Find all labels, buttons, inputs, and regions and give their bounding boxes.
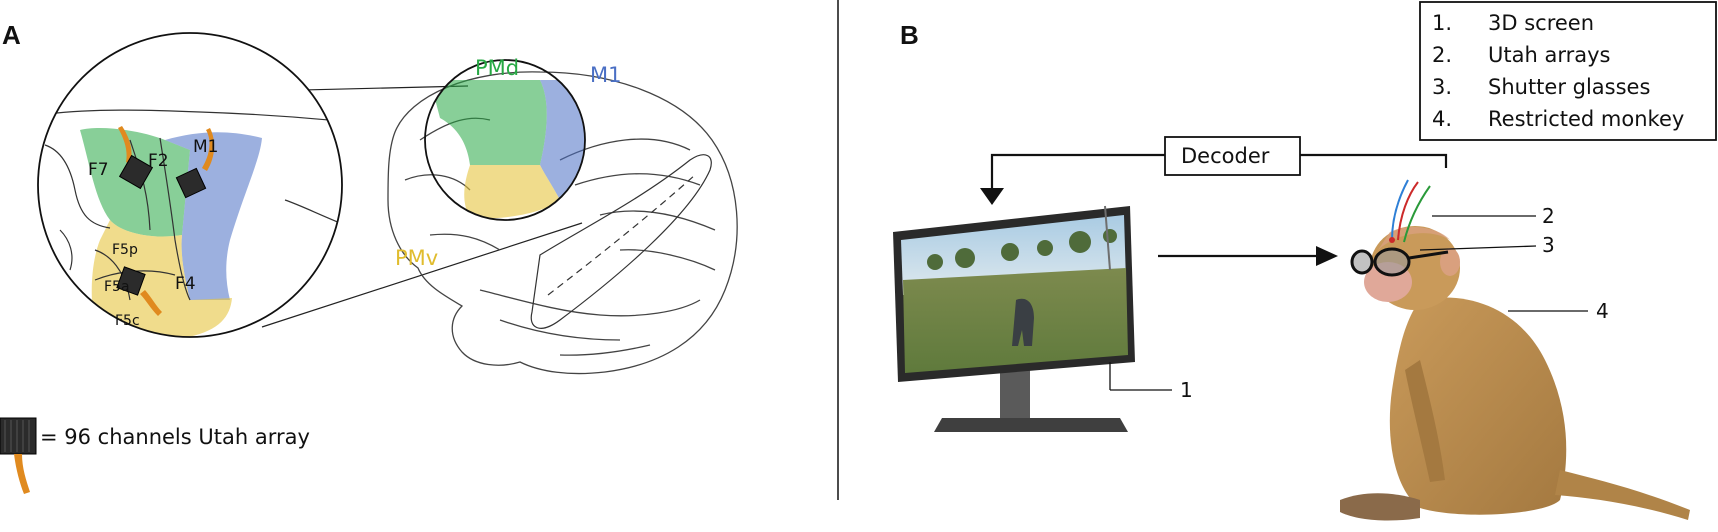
utah-array-legend-text: = 96 channels Utah array bbox=[40, 425, 310, 449]
zoom-label-f5p: F5p bbox=[112, 242, 138, 258]
zoom-circle bbox=[37, 32, 343, 338]
panel-letter-b: B bbox=[900, 20, 919, 50]
key-num-4: 4. bbox=[1432, 107, 1452, 131]
zoom-label-m1: M1 bbox=[193, 137, 218, 157]
implanted-arrays bbox=[1389, 179, 1431, 243]
temporal-sulcus-dashed bbox=[547, 174, 696, 296]
shutter-glasses bbox=[1350, 247, 1449, 277]
key-label-4: Restricted monkey bbox=[1488, 107, 1684, 131]
monitor-scene-animal bbox=[1012, 298, 1034, 346]
zoom-label-f4: F4 bbox=[175, 274, 196, 294]
key-label-1: 3D screen bbox=[1488, 11, 1594, 35]
zoom-label-f7: F7 bbox=[88, 160, 109, 180]
key-num-1: 1. bbox=[1432, 11, 1452, 35]
brain-zoom-circle bbox=[424, 59, 586, 221]
key-label-3: Shutter glasses bbox=[1488, 75, 1650, 99]
callout-screen: 1 bbox=[1180, 378, 1193, 402]
label-m1: M1 bbox=[590, 63, 621, 87]
callout-arrays: 2 bbox=[1542, 204, 1555, 228]
brain-outline bbox=[387, 71, 738, 375]
panel-letter-a: A bbox=[2, 20, 21, 50]
callout-line-glasses bbox=[1419, 245, 1537, 251]
key-label-2: Utah arrays bbox=[1488, 43, 1610, 67]
brain-pmv-region bbox=[464, 165, 560, 219]
vision-arrowhead bbox=[1316, 246, 1338, 266]
monkey bbox=[1340, 226, 1690, 521]
utah-array-legend-icon bbox=[0, 417, 37, 494]
brain-m1-region bbox=[540, 80, 585, 206]
zoom-utah-array-2 bbox=[175, 128, 215, 199]
monitor bbox=[893, 205, 1135, 432]
label-pmd: PMd bbox=[475, 56, 519, 80]
zoom-yellow-region bbox=[91, 220, 232, 337]
key-num-3: 3. bbox=[1432, 75, 1452, 99]
zoom-utah-array-1 bbox=[118, 126, 154, 190]
zoom-label-f2: F2 bbox=[148, 151, 169, 171]
label-pmv: PMv bbox=[395, 246, 438, 270]
zoom-utah-array-3 bbox=[116, 266, 162, 316]
callout-monkey: 4 bbox=[1596, 299, 1609, 323]
key-num-2: 2. bbox=[1432, 43, 1452, 67]
brain-pmd-region bbox=[430, 80, 547, 165]
zoom-label-f5a: F5a bbox=[104, 279, 130, 295]
temporal-sulcus bbox=[530, 154, 712, 329]
callout-glasses: 3 bbox=[1542, 233, 1555, 257]
zoom-label-f5c: F5c bbox=[115, 313, 140, 329]
decoder-arrowhead bbox=[980, 188, 1004, 205]
decoder-box bbox=[1164, 136, 1301, 176]
key-box bbox=[1419, 1, 1717, 141]
decoder-label: Decoder bbox=[1181, 144, 1270, 168]
